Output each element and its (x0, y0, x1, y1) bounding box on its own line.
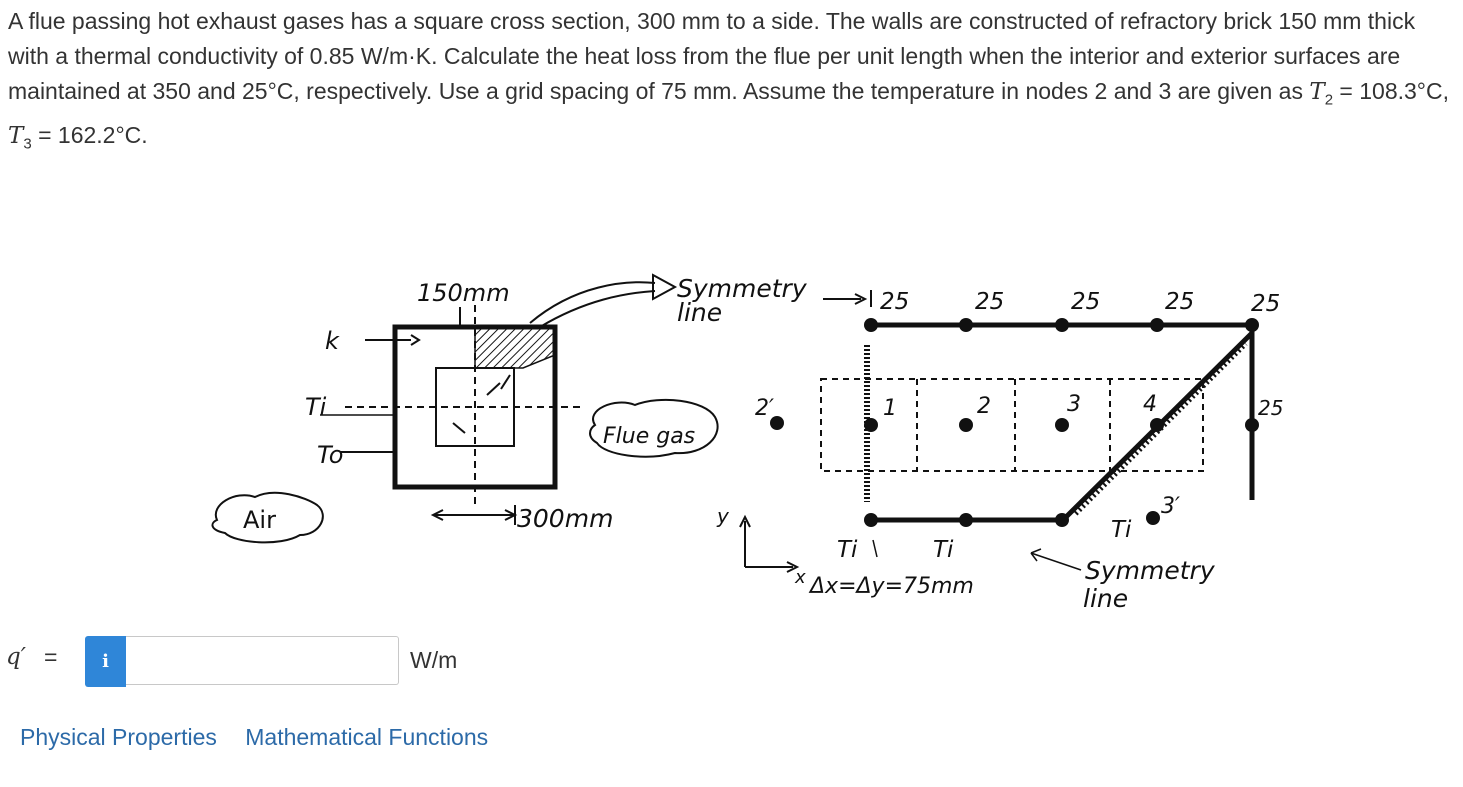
symmetry-top-label: Symmetry (677, 274, 808, 303)
thickness-label: 150mm (417, 279, 510, 307)
node-3-prime-label: 3′ (1161, 494, 1180, 519)
side-length-label: 300mm (517, 504, 613, 533)
problem-statement: A flue passing hot exhaust gases has a s… (8, 4, 1458, 161)
node-4-label: 4 (1143, 392, 1157, 417)
node-3-label: 3 (1067, 392, 1081, 417)
info-icon[interactable]: i (85, 636, 126, 687)
t3-symbol: T (8, 122, 24, 149)
y-axis-label: y (716, 504, 730, 528)
ti-label: Ti (305, 393, 327, 421)
flue-gas-cloud (589, 398, 719, 458)
node-1-label: 1 (883, 396, 897, 421)
problem-text: A flue passing hot exhaust gases has a s… (8, 8, 1416, 104)
t3-subscript: 3 (23, 135, 32, 153)
ti-bottom-2: Ti (933, 537, 954, 563)
symmetry-bottom-label-line: line (1083, 584, 1128, 613)
symmetry-top-label-line: line (677, 298, 722, 327)
answer-input[interactable] (126, 636, 399, 685)
top-temp-5: 25 (1251, 291, 1280, 317)
to-label: To (317, 441, 343, 469)
t3-value: = 162.2°C. (31, 121, 148, 148)
grid-spacing-label: Δx=Δy=75mm (808, 574, 974, 599)
ti-bottom-3: Ti (1111, 517, 1132, 543)
node-2-label: 2 (977, 394, 991, 419)
node-2-prime-label: 2′ (755, 396, 774, 421)
right-temp: 25 (1258, 396, 1283, 420)
top-temp-2: 25 (975, 289, 1004, 315)
top-temp-3: 25 (1071, 289, 1100, 315)
answer-row: q′ = i W/m (6, 634, 606, 688)
flue-gas-label: Flue gas (603, 424, 695, 449)
flue-figure: 150mm k Ti To Air Flue gas 300mm Symmetr… (211, 273, 1283, 613)
ti-bottom-1: Ti (837, 537, 858, 563)
equals-sign: = (44, 644, 58, 670)
air-label: Air (243, 506, 276, 534)
hatched-region (474, 326, 556, 369)
answer-unit: W/m (410, 647, 458, 673)
k-label: k (325, 327, 340, 355)
answer-label: q′ (6, 644, 26, 670)
t2-symbol: T (1309, 79, 1325, 105)
symmetry-bottom-label: Symmetry (1085, 556, 1216, 585)
t2-value: = 108.3°C, (1333, 78, 1449, 104)
math-functions-link[interactable]: Mathematical Functions (245, 724, 489, 750)
top-temp-4: 25 (1165, 289, 1194, 315)
nodal-grid: Symmetry line 25 25 25 25 25 (677, 274, 1283, 613)
physical-properties-link[interactable]: Physical Properties (20, 724, 217, 750)
top-temp-1: 25 (880, 289, 909, 315)
resource-links: Physical Properties Mathematical Functio… (20, 724, 510, 751)
t2-subscript: 2 (1324, 91, 1334, 109)
air-cloud (211, 491, 324, 544)
flue-cross-section: 150mm k Ti To Air Flue gas 300mm (211, 273, 719, 544)
x-axis-label: x (794, 567, 806, 588)
